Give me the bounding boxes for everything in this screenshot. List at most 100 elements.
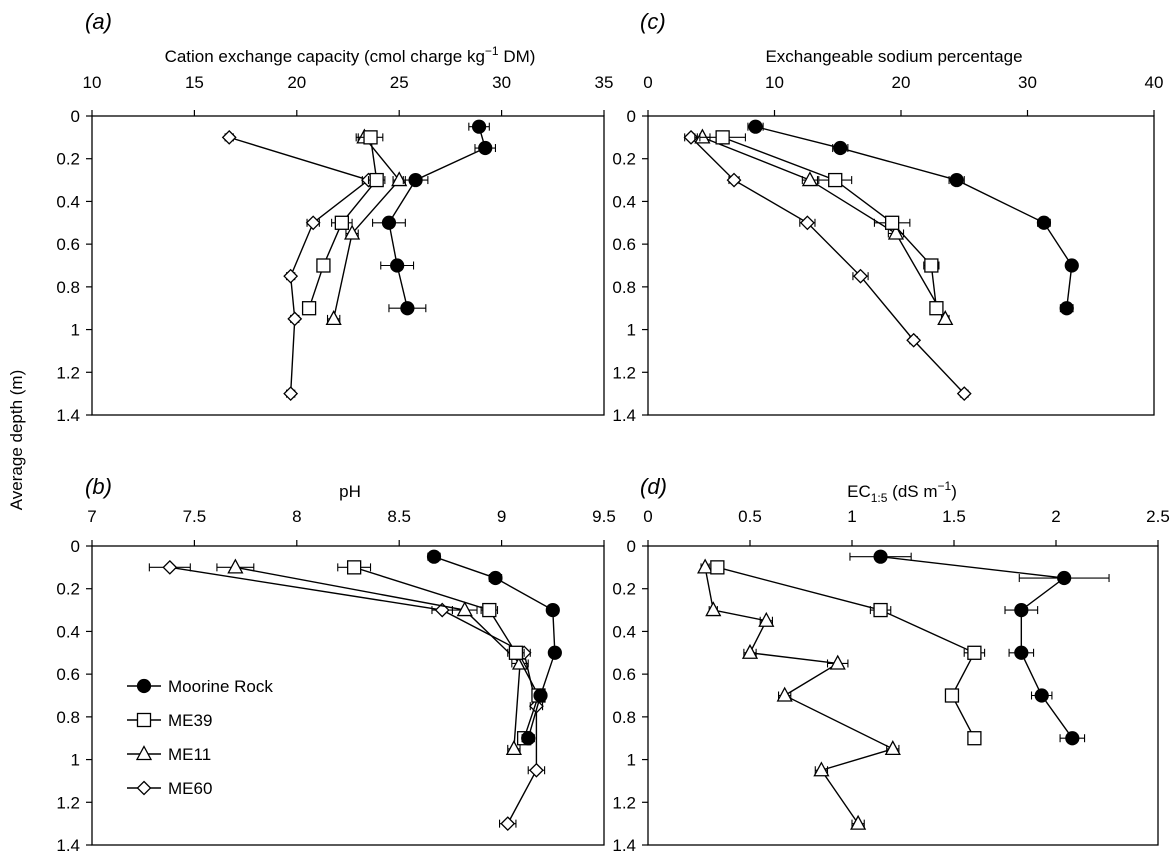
data-point-moorine-rock [533,688,548,703]
data-point-moorine-rock [545,602,560,618]
y-tick-label-a: 0.4 [56,192,80,211]
data-point-me60 [221,129,237,145]
data-point-moorine-rock [547,645,562,660]
data-point-me39 [884,215,900,230]
legend-label: ME60 [168,779,212,798]
panel-c: (c) Exchangeable sodium percentage 0 0.2 0… [612,9,1163,425]
x-tick-label-a: 35 [595,73,614,92]
x-tick-label-b: 9.5 [592,507,616,526]
legend-item: ME60 [127,779,212,798]
data-point-moorine-rock [1014,602,1029,618]
legend-label: ME11 [168,745,211,764]
y-tick-label-b: 1.2 [56,793,80,812]
data-point-me60 [726,172,742,188]
data-point-moorine-rock [1057,570,1072,586]
x-tick-label-a: 30 [492,73,511,92]
y-tick-label-d: 1.2 [612,793,636,812]
y-tick-label-c: 0.4 [612,192,636,211]
x-axis-title-d: EC1:5 (dS m−1) [847,479,957,505]
data-point-me39 [346,560,362,575]
data-point-me39 [363,130,378,145]
series-me39-d [710,560,986,746]
data-point-me11 [813,761,830,777]
y-tick-label-c: 1.2 [612,363,636,382]
data-point-me11 [391,171,408,187]
x-axis-title-a: Cation exchange capacity (cmol charge kg… [165,44,536,66]
data-point-moorine-rock [873,549,888,564]
data-point-me39 [944,688,960,703]
data-point-moorine-rock [400,301,415,316]
data-point-me11 [505,740,522,756]
y-tick-label-d: 0 [627,537,636,556]
y-tick-label-c: 0.2 [612,150,636,169]
data-point-me11 [705,601,722,617]
data-point-me39 [301,301,317,316]
series-me60-c [683,129,972,402]
data-point-me60 [799,215,815,231]
y-tick-label-b: 0.4 [56,622,80,641]
data-point-me39 [710,560,725,575]
data-point-me60 [906,332,922,348]
marks-b [148,549,562,832]
x-tick-label-d: 1 [847,507,856,526]
data-point-me60 [853,268,868,284]
data-point-me60 [283,268,299,284]
y-tick-label-d: 0.6 [612,665,636,684]
y-tick-label-a: 1.4 [56,406,80,425]
data-point-me60 [956,386,972,402]
y-tick-label-b: 0 [71,537,80,556]
x-tick-label-b: 7.5 [183,507,207,526]
y-tick-label-a: 0.8 [56,278,80,297]
data-point-me11 [456,601,473,617]
series-me11-d [697,558,901,830]
data-point-moorine-rock [381,215,397,230]
y-ticks-b: 00.20.40.60.811.21.4 [56,537,92,855]
data-point-me11 [344,224,361,240]
data-point-me60 [287,311,303,327]
plot-area-d [647,545,1159,846]
series-moorine-rock-b [426,549,562,746]
x-tick-label-a: 20 [287,73,306,92]
panel-d: (d) EC1:5 (dS m−1) 00.20.40.60.811.21.4 … [612,474,1169,855]
x-tick-label-c: 20 [892,73,911,92]
data-point-me39 [334,215,350,230]
series-line-me11 [332,136,401,320]
marks-c [683,119,1079,402]
data-point-moorine-rock [833,140,848,156]
y-tick-label-c: 1.4 [612,406,636,425]
data-point-me11 [887,224,905,240]
series-moorine-rock-a [372,119,497,316]
panel-letter-c: (c) [640,9,666,34]
x-tick-label-a: 25 [390,73,409,92]
y-tick-label-b: 0.6 [56,665,80,684]
legend-item: ME39 [127,711,212,730]
legend-marker [135,745,153,761]
data-point-moorine-rock [1034,688,1049,703]
y-tick-label-b: 1.4 [56,836,80,855]
data-point-moorine-rock [748,119,763,134]
data-point-me11 [801,171,819,187]
data-point-moorine-rock [521,731,536,746]
panel-a: (a) Cation exchange capacity (cmol charg… [56,9,613,425]
data-point-me11 [884,740,901,756]
legend-item: ME11 [127,745,211,764]
data-point-me11 [325,310,342,326]
data-point-me11 [694,128,711,144]
y-tick-label-b: 0.2 [56,580,80,599]
y-tick-label-c: 0 [627,107,636,126]
series-line-moorine-rock [433,556,556,739]
data-point-me60 [500,816,516,832]
data-point-me39 [873,602,888,618]
panel-letter-a: (a) [85,9,112,34]
y-tick-label-d: 1.4 [612,836,636,855]
x-tick-label-b: 8.5 [387,507,411,526]
legend-marker [136,712,152,728]
data-point-moorine-rock [1014,645,1029,660]
data-point-me11 [227,558,244,574]
y-tick-label-d: 1 [627,751,636,770]
y-tick-label-d: 0.4 [612,622,636,641]
data-point-me11 [697,558,714,574]
x-axis-title-c: Exchangeable sodium percentage [765,47,1022,66]
